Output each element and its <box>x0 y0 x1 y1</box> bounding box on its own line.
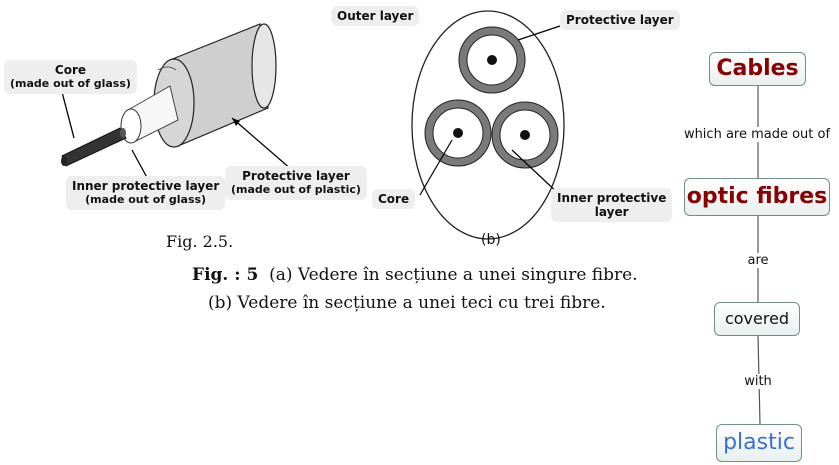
protective-jacket-shape <box>153 23 277 148</box>
three-fiber-sheath-drawing <box>411 10 565 240</box>
core-shape <box>61 127 127 167</box>
core-pointer <box>61 91 75 139</box>
concept-node-cables[interactable]: Cables <box>709 52 806 86</box>
core-label-b: Core <box>372 189 416 209</box>
link-label-are: are <box>738 253 778 268</box>
fiber-left <box>424 99 492 167</box>
caption-line-1: Fig. : 5 (a) Vedere în secțiune a unei s… <box>192 265 638 285</box>
protective-layer-label-a: Protective layer (made out of plastic) <box>225 166 367 200</box>
link-label-with: with <box>736 374 780 389</box>
protective-layer-pointer <box>231 117 293 171</box>
link-label-made-out-of: which are made out of <box>677 127 837 142</box>
fig-2-5-caption: Fig. 2.5. <box>166 232 234 251</box>
outer-layer-label: Outer layer <box>331 6 420 26</box>
protective-layer-label-b: Protective layer <box>560 10 680 30</box>
fig-b-caption: (b) <box>481 232 501 248</box>
caption-line-2: (b) Vedere în secțiune a unei teci cu tr… <box>208 293 606 313</box>
inner-protective-label-a: Inner protective layer (made out of glas… <box>66 176 226 210</box>
inner-protective-label-b: Inner protective layer <box>551 188 673 222</box>
concept-node-covered[interactable]: covered <box>714 302 800 336</box>
inner-layer-shape <box>120 85 179 144</box>
concept-node-plastic[interactable]: plastic <box>716 424 802 462</box>
core-label-a: Core (made out of glass) <box>4 60 137 94</box>
concept-node-optic-fibres[interactable]: optic fibres <box>684 178 830 216</box>
fiber-cross-section-drawing <box>61 22 420 184</box>
fiber-top <box>458 26 526 94</box>
fiber-right <box>491 101 559 169</box>
